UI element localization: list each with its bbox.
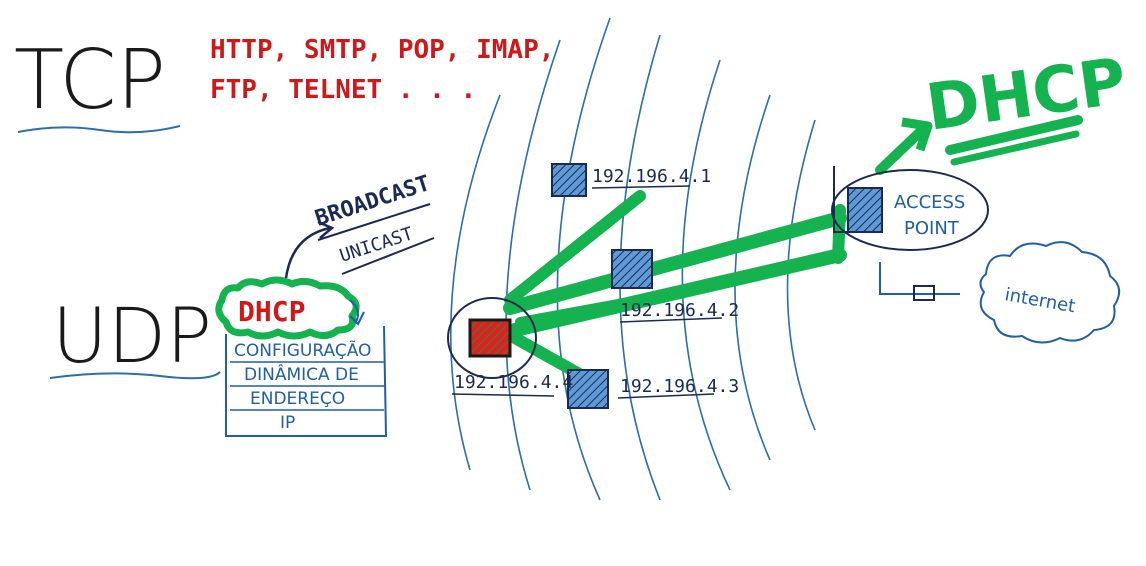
- wave-7: [786, 119, 816, 431]
- wave-3: [556, 17, 611, 501]
- access-point-circle: [831, 169, 989, 251]
- ip-underline-1: [591, 185, 691, 189]
- access-point-device-icon: [847, 187, 883, 233]
- wave-2: [505, 39, 561, 491]
- dhcp-arrow-head-icon: [901, 117, 933, 152]
- description-line-3: ENDEREÇO: [250, 389, 345, 409]
- connection-lines: [503, 127, 925, 386]
- dhcp-to-broadcast-arrow: [284, 226, 331, 279]
- dhcp-highlight-cloud: [215, 276, 360, 340]
- wave-6: [734, 94, 771, 461]
- ip-label-192-196-4-4: 192.196.4.4: [454, 372, 573, 393]
- tcp-protocols-line2: FTP, TELNET . . .: [210, 75, 476, 105]
- wireless-waves: [450, 17, 816, 501]
- description-line-2: DINÂMICA DE: [244, 363, 359, 385]
- udp-title: UDP: [52, 291, 212, 380]
- internet-label: internet: [1003, 284, 1077, 317]
- ip-label-192-196-4-1: 192.196.4.1: [592, 166, 711, 187]
- device-192-196-4-1: [551, 163, 587, 197]
- tcp-title: TCP: [14, 33, 166, 128]
- udp-underline: [49, 371, 221, 380]
- ip-underline-4: [451, 393, 555, 397]
- ip-label-192-196-4-2: 192.196.4.2: [620, 300, 739, 321]
- link-to-192-196-4-1: [504, 190, 646, 306]
- ip-label-192-196-4-3: 192.196.4.3: [620, 376, 739, 397]
- internet-cable: [879, 262, 960, 295]
- ip-underline-2: [619, 317, 723, 323]
- device-192-196-4-3: [567, 369, 609, 409]
- link-to-192-196-4-2: [515, 295, 645, 327]
- wave-1: [450, 94, 501, 471]
- dhcp-underline-1: [945, 115, 1083, 155]
- udp-dhcp-label: DHCP: [238, 295, 305, 328]
- dhcp-arrow-down-icon: [349, 299, 365, 326]
- broadcast-underline: [317, 203, 431, 241]
- device-192-196-4-2: [611, 249, 653, 289]
- client-device-circle: [447, 297, 537, 379]
- ip-underline-3: [617, 393, 715, 399]
- ap-to-dhcp-arrow: [875, 127, 925, 175]
- client-device-icon: [468, 318, 512, 358]
- link-to-access-point-upper: [503, 211, 847, 315]
- internet-cloud-icon: [979, 241, 1121, 344]
- description-box: [225, 325, 388, 437]
- link-vertical-ap: [832, 204, 846, 264]
- tcp-underline: [17, 125, 181, 134]
- arrow-head-icon: [317, 220, 335, 239]
- access-point-label-2: POINT: [904, 218, 960, 239]
- description-line-1: CONFIGURAÇÃO: [234, 339, 371, 361]
- description-line-4: IP: [280, 413, 295, 433]
- unicast-underline: [341, 237, 435, 275]
- access-point-label-1: ACCESS: [894, 192, 965, 213]
- tcp-protocols-line1: HTTP, SMTP, POP, IMAP,: [210, 35, 554, 65]
- dhcp-underline-2: [950, 130, 1080, 166]
- network-plug-icon: [913, 285, 935, 301]
